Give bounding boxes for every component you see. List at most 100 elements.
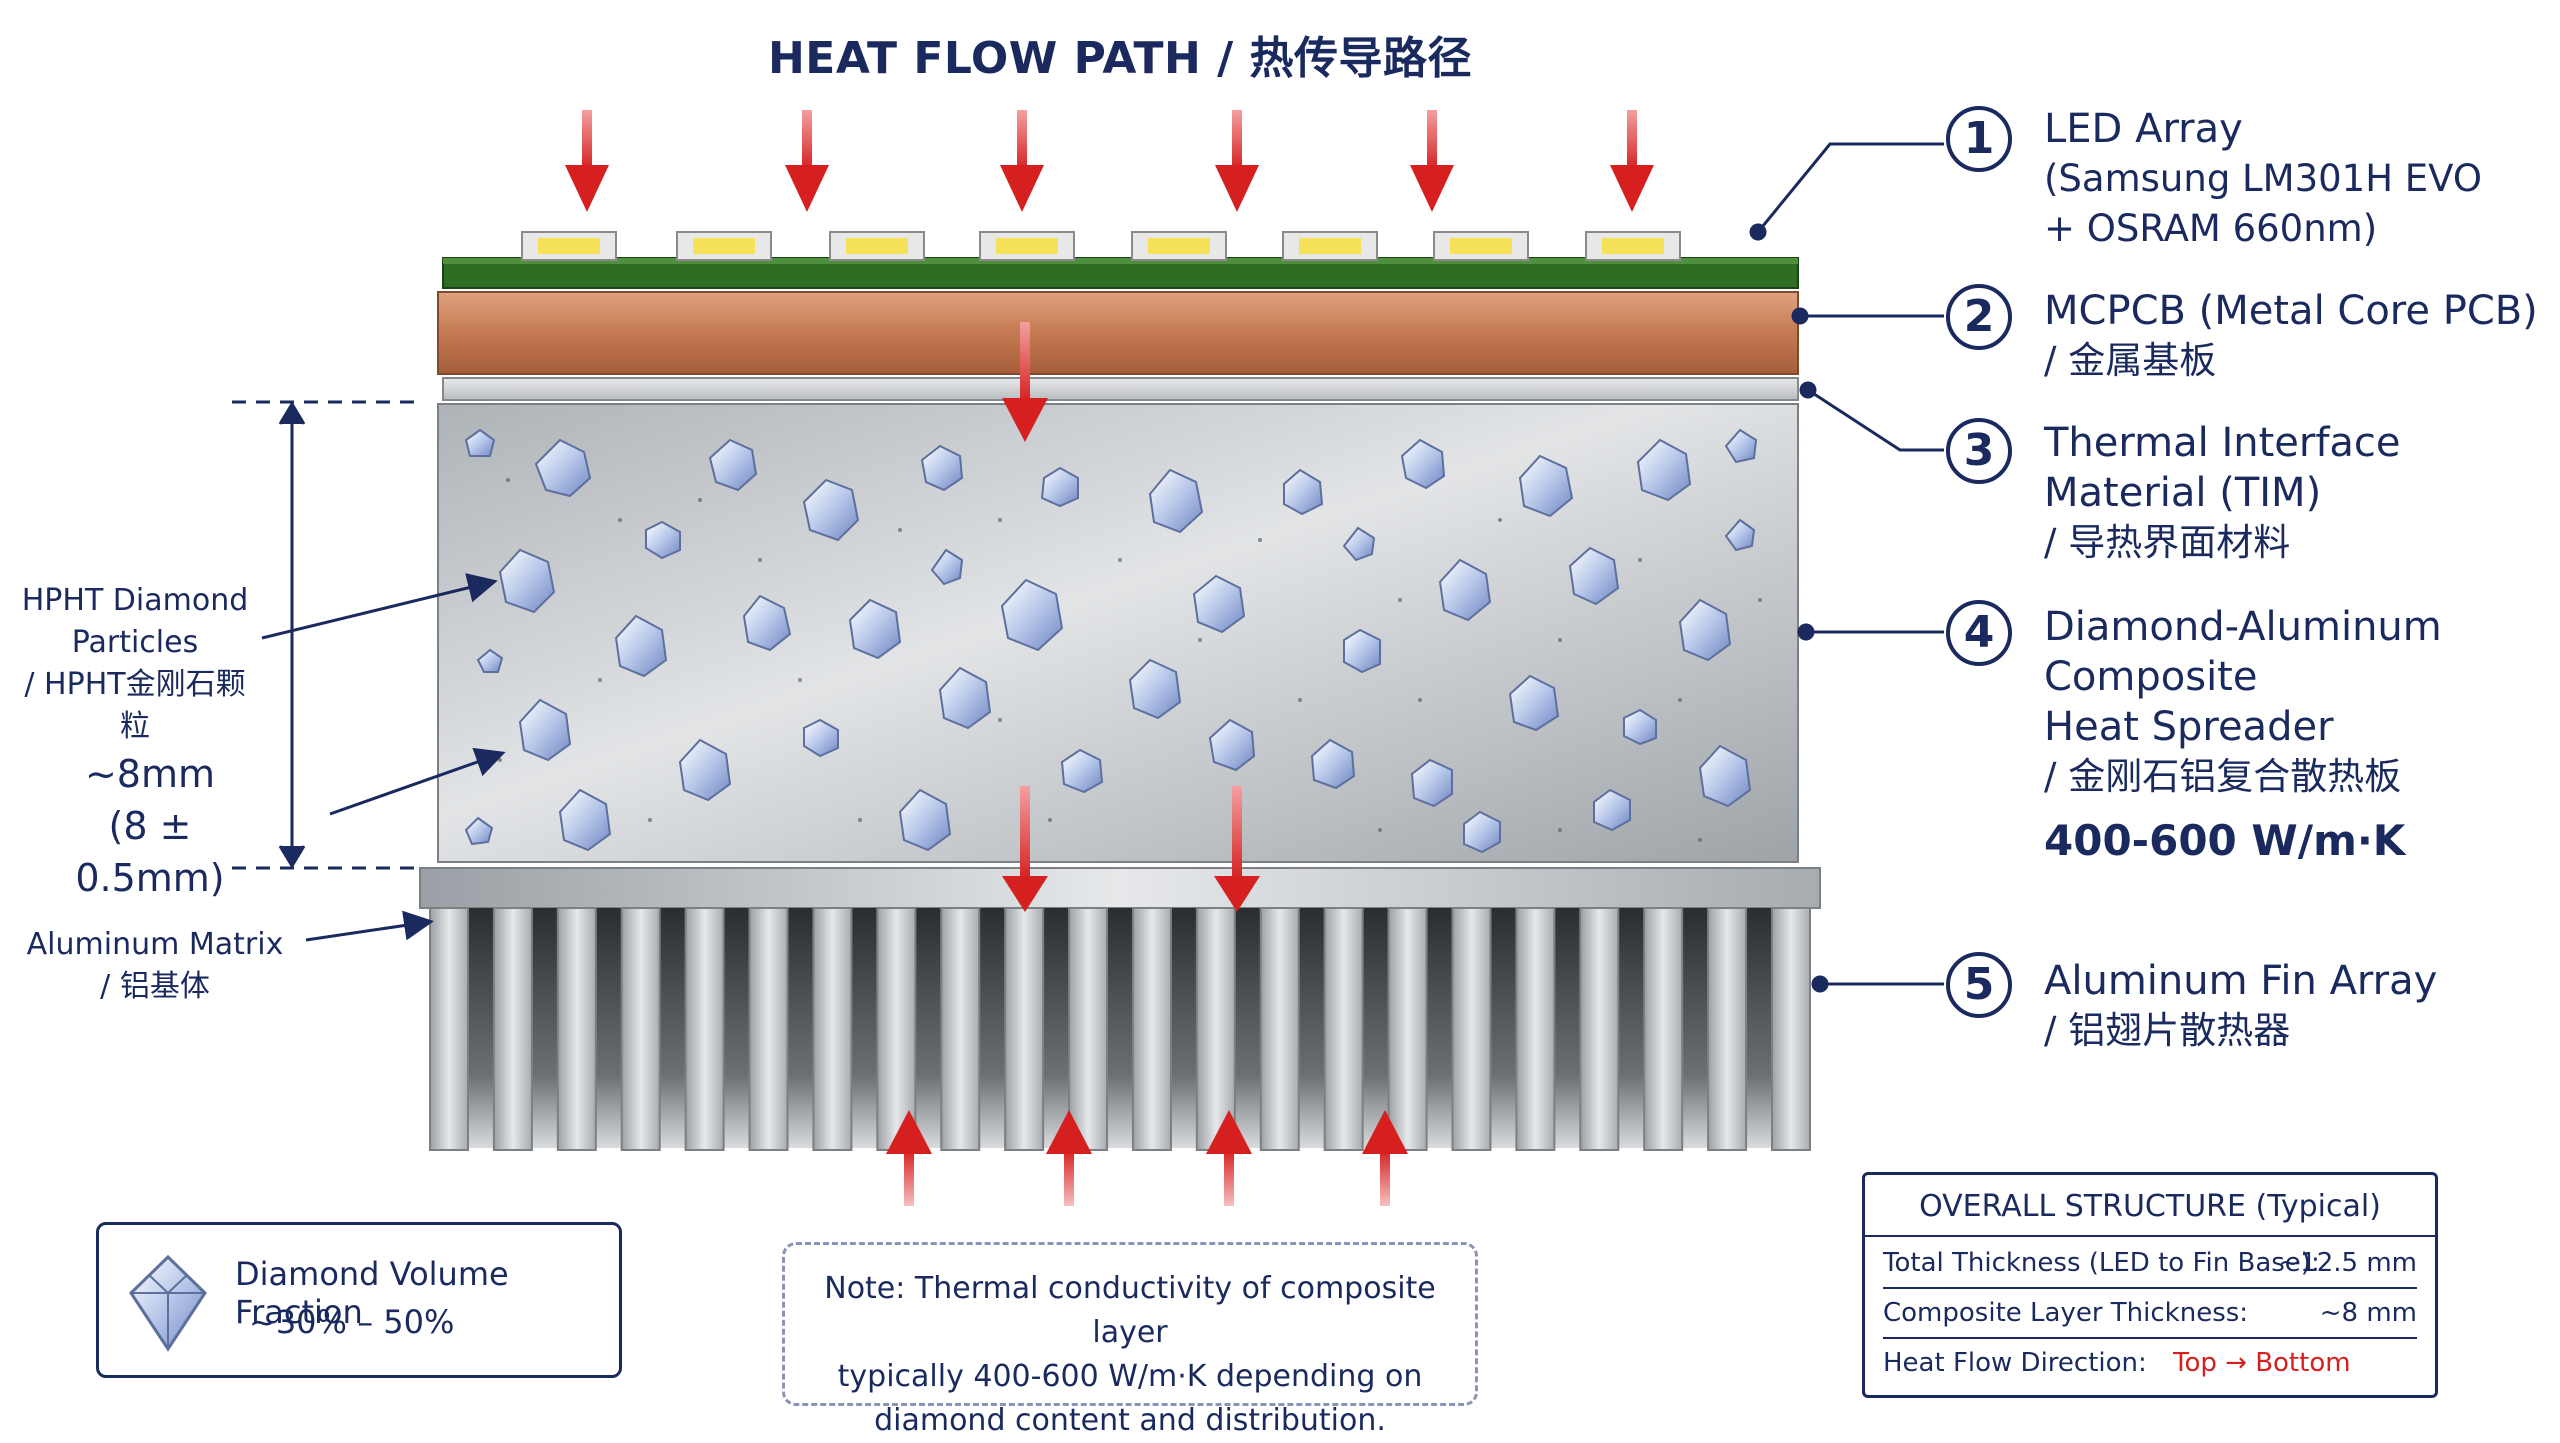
up-arrow-icon <box>886 1110 932 1206</box>
table-row: Total Thickness (LED to Fin Base): ~12.5… <box>1883 1239 2417 1289</box>
down-arrow-icon <box>1000 110 1044 212</box>
mcpcb-layer <box>437 291 1799 375</box>
callout-mcpcb: MCPCB (Metal Core PCB) / 金属基板 <box>2044 286 2538 386</box>
fins <box>429 907 1811 1151</box>
fin <box>812 907 853 1151</box>
stack-heat-arrows <box>1002 322 1260 912</box>
conductivity-value: 400-600 W/m·K <box>2044 816 2406 865</box>
fin <box>556 907 597 1151</box>
fin <box>1195 907 1236 1151</box>
callout-line: / 金属基板 <box>2044 339 2217 382</box>
note-box: Note: Thermal conductivity of composite … <box>782 1242 1478 1438</box>
bottom-airflow-arrows <box>886 1110 1408 1206</box>
fin <box>1259 907 1300 1151</box>
note-line: diamond content and distribution. <box>874 1403 1386 1438</box>
fin <box>1387 907 1428 1151</box>
up-arrow-icon <box>1206 1110 1252 1206</box>
callout-tim: Thermal Interface Material (TIM) / 导热界面材… <box>2044 418 2560 568</box>
table-value: ~8 mm <box>2319 1298 2417 1328</box>
led-chip <box>521 231 617 261</box>
fin <box>1707 907 1748 1151</box>
callout-fin-array: Aluminum Fin Array / 铝翅片散热器 <box>2044 956 2437 1056</box>
callout-line: / 导热界面材料 <box>2044 521 2291 564</box>
fin <box>1323 907 1364 1151</box>
fin <box>492 907 533 1151</box>
note-line: Note: Thermal conductivity of composite … <box>824 1271 1436 1350</box>
label-aluminum-matrix: Aluminum Matrix / 铝基体 <box>20 924 290 1008</box>
led-chip <box>1282 231 1378 261</box>
led-chip <box>829 231 925 261</box>
table-key: Composite Layer Thickness: <box>1883 1298 2249 1328</box>
fin-base <box>419 867 1821 909</box>
fin <box>1004 907 1045 1151</box>
volume-fraction-value: ~30% – 50% <box>249 1303 455 1341</box>
down-arrow-icon <box>1002 322 1048 442</box>
led-array <box>521 231 1681 261</box>
fin <box>1515 907 1556 1151</box>
led-chip <box>1433 231 1529 261</box>
table-row: Composite Layer Thickness: ~8 mm <box>1883 1289 2417 1339</box>
fin <box>1068 907 1109 1151</box>
fin <box>940 907 981 1151</box>
table-key: Heat Flow Direction: <box>1883 1348 2147 1378</box>
led-chip <box>979 231 1075 261</box>
label-line: / 铝基体 <box>100 969 210 1004</box>
callout-line: Aluminum Fin Array <box>2044 958 2438 1004</box>
fin <box>1131 907 1172 1151</box>
diamond-particles <box>464 428 1758 854</box>
label-line: ~8mm <box>84 752 216 796</box>
label-thickness: ~8mm (8 ± 0.5mm) <box>30 748 270 904</box>
volume-fraction-label: Diamond Volume Fraction <box>235 1255 509 1331</box>
callout-line: / 金刚石铝复合散热板 <box>2044 755 2402 798</box>
fin <box>1451 907 1492 1151</box>
label-hpht-diamond: HPHT Diamond Particles / HPHT金刚石颗粒 <box>10 580 260 748</box>
up-arrow-icon <box>1046 1110 1092 1206</box>
callout-line: LED Array <box>2044 106 2243 152</box>
up-arrow-icon <box>1362 1110 1408 1206</box>
label-line: Particles <box>71 625 199 660</box>
fin <box>748 907 789 1151</box>
fin <box>684 907 725 1151</box>
fin <box>1771 907 1811 1151</box>
note-line: typically 400-600 W/m·K depending on <box>837 1359 1423 1394</box>
fin <box>876 907 917 1151</box>
callout-led-array: LED Array (Samsung LM301H EVO + OSRAM 66… <box>2044 104 2482 254</box>
table-row: Heat Flow Direction: Top → Bottom <box>1883 1339 2417 1387</box>
led-chip <box>1585 231 1681 261</box>
thickness-dimension <box>232 400 422 870</box>
callout-composite: Diamond-Aluminum Composite Heat Spreader… <box>2044 602 2560 866</box>
left-pointers <box>261 573 506 942</box>
fin <box>620 907 661 1151</box>
tim-layer <box>442 377 1799 401</box>
label-line: (8 ± 0.5mm) <box>75 804 225 900</box>
down-arrow-icon <box>1002 786 1048 912</box>
down-arrow-icon <box>1214 786 1260 912</box>
table-title: OVERALL STRUCTURE (Typical) <box>1919 1189 2381 1224</box>
diamond-icon <box>129 1254 207 1352</box>
down-arrow-icon <box>565 110 609 212</box>
callout-line: / 铝翅片散热器 <box>2044 1009 2291 1052</box>
callout-line: Heat Spreader <box>2044 704 2334 750</box>
down-arrow-icon <box>785 110 829 212</box>
led-chip <box>676 231 772 261</box>
table-value: Top → Bottom <box>2173 1348 2351 1378</box>
callout-line: + OSRAM 660nm) <box>2044 207 2378 250</box>
top-heat-arrows <box>565 110 1654 212</box>
fin <box>1643 907 1684 1151</box>
fin <box>429 907 469 1151</box>
callout-number-2: 2 <box>1946 284 2012 350</box>
down-arrow-icon <box>1215 110 1259 212</box>
table-key: Total Thickness (LED to Fin Base): <box>1883 1248 2320 1278</box>
volume-fraction-box: Diamond Volume Fraction ~30% – 50% <box>96 1222 622 1378</box>
callout-line: MCPCB (Metal Core PCB) <box>2044 288 2538 334</box>
overall-structure-table: OVERALL STRUCTURE (Typical) Total Thickn… <box>1862 1172 2438 1398</box>
down-arrow-icon <box>1410 110 1454 212</box>
callout-number-1: 1 <box>1946 106 2012 172</box>
led-chip <box>1131 231 1227 261</box>
callout-line: Diamond-Aluminum Composite <box>2044 604 2442 700</box>
callout-number-4: 4 <box>1946 600 2012 666</box>
callout-line: (Samsung LM301H EVO <box>2044 157 2482 200</box>
fin <box>1579 907 1620 1151</box>
diagram-title: HEAT FLOW PATH / 热传导路径 <box>767 33 1473 84</box>
